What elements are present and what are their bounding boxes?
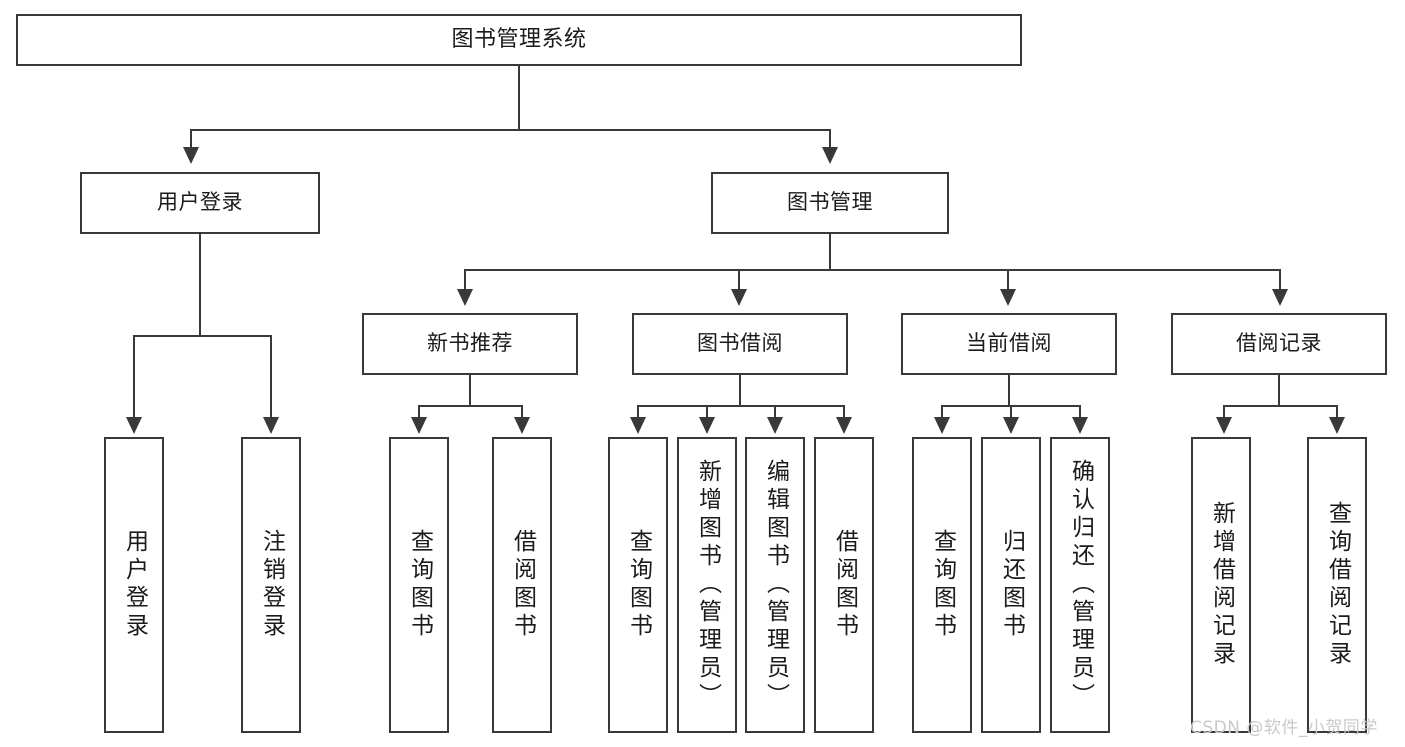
node-label: 新增借阅记录 <box>1208 501 1235 669</box>
connector-bb-trunk <box>739 375 741 406</box>
node-label: 确认归还（管理员） <box>1067 459 1094 711</box>
node-label: 借阅记录 <box>1236 331 1322 356</box>
leaf-logout[interactable]: 注销登录 <box>241 437 301 733</box>
node-label: 借阅图书 <box>509 529 536 641</box>
connector-root-to-user-login <box>190 129 192 149</box>
node-book-borrow[interactable]: 图书借阅 <box>632 313 848 375</box>
connector-user-login-trunk <box>199 234 201 336</box>
node-label: 归还图书 <box>998 529 1025 641</box>
leaf-query-book-current[interactable]: 查询图书 <box>912 437 972 733</box>
arrowhead-leaf-logout <box>263 417 279 434</box>
arrowhead-nbr-leaf-1 <box>411 417 427 434</box>
leaf-borrow-book-recommend[interactable]: 借阅图书 <box>492 437 552 733</box>
connector-bm-drop-1 <box>464 269 466 291</box>
arrowhead-cb-leaf-3 <box>1072 417 1088 434</box>
leaf-return-book[interactable]: 归还图书 <box>981 437 1041 733</box>
connector-user-login-drop-1 <box>133 335 135 419</box>
connector-user-login-bus <box>133 335 272 337</box>
leaf-add-book-admin[interactable]: 新增图书（管理员） <box>677 437 737 733</box>
arrowhead-bb-leaf-4 <box>836 417 852 434</box>
node-user-login[interactable]: 用户登录 <box>80 172 320 234</box>
node-label: 图书借阅 <box>697 331 783 356</box>
node-book-management[interactable]: 图书管理 <box>711 172 949 234</box>
connector-nbr-bus <box>418 405 523 407</box>
connector-cb-trunk <box>1008 375 1010 406</box>
arrowhead-br-leaf-1 <box>1216 417 1232 434</box>
connector-cb-drop-3 <box>1079 405 1081 419</box>
arrowhead-cb-leaf-1 <box>934 417 950 434</box>
arrowhead-borrow-record <box>1272 289 1288 306</box>
arrowhead-bb-leaf-2 <box>699 417 715 434</box>
arrowhead-bb-leaf-1 <box>630 417 646 434</box>
leaf-query-book-borrow[interactable]: 查询图书 <box>608 437 668 733</box>
connector-nbr-drop-1 <box>418 405 420 419</box>
node-label: 新书推荐 <box>427 331 513 356</box>
connector-bb-drop-2 <box>706 405 708 419</box>
node-book-management-system[interactable]: 图书管理系统 <box>16 14 1022 66</box>
arrowhead-book-borrow <box>731 289 747 306</box>
connector-bb-drop-3 <box>774 405 776 419</box>
connector-nbr-trunk <box>469 375 471 406</box>
node-label: 注销登录 <box>258 529 285 641</box>
arrowhead-bb-leaf-3 <box>767 417 783 434</box>
node-label: 新增图书（管理员） <box>694 459 721 711</box>
leaf-query-borrow-record[interactable]: 查询借阅记录 <box>1307 437 1367 733</box>
connector-br-drop-1 <box>1223 405 1225 419</box>
arrowhead-new-book-recommend <box>457 289 473 306</box>
connector-cb-drop-2 <box>1010 405 1012 419</box>
leaf-confirm-return-admin[interactable]: 确认归还（管理员） <box>1050 437 1110 733</box>
leaf-borrow-book[interactable]: 借阅图书 <box>814 437 874 733</box>
connector-cb-drop-1 <box>941 405 943 419</box>
arrowhead-leaf-user-login <box>126 417 142 434</box>
node-borrow-record[interactable]: 借阅记录 <box>1171 313 1387 375</box>
node-label: 查询图书 <box>625 529 652 641</box>
connector-bm-drop-2 <box>738 269 740 291</box>
connector-root-bus <box>190 129 831 131</box>
connector-br-trunk <box>1278 375 1280 406</box>
connector-book-management-trunk <box>829 234 831 270</box>
node-label: 借阅图书 <box>831 529 858 641</box>
node-label: 查询图书 <box>406 529 433 641</box>
node-label: 图书管理 <box>787 190 873 215</box>
connector-user-login-drop-2 <box>270 335 272 419</box>
connector-bm-drop-4 <box>1279 269 1281 291</box>
connector-bb-bus <box>637 405 845 407</box>
arrowhead-current-borrow <box>1000 289 1016 306</box>
leaf-edit-book-admin[interactable]: 编辑图书（管理员） <box>745 437 805 733</box>
leaf-add-borrow-record[interactable]: 新增借阅记录 <box>1191 437 1251 733</box>
connector-bm-drop-3 <box>1007 269 1009 291</box>
node-current-borrow[interactable]: 当前借阅 <box>901 313 1117 375</box>
leaf-user-login[interactable]: 用户登录 <box>104 437 164 733</box>
node-label: 用户登录 <box>121 529 148 641</box>
connector-bb-drop-1 <box>637 405 639 419</box>
arrowhead-cb-leaf-2 <box>1003 417 1019 434</box>
arrowhead-nbr-leaf-2 <box>514 417 530 434</box>
connector-root-to-book-management <box>829 129 831 149</box>
node-label: 图书管理系统 <box>451 26 587 52</box>
node-new-book-recommend[interactable]: 新书推荐 <box>362 313 578 375</box>
arrowhead-user-login <box>183 147 199 164</box>
node-label: 当前借阅 <box>966 331 1052 356</box>
connector-bb-drop-4 <box>843 405 845 419</box>
connector-br-bus <box>1223 405 1338 407</box>
leaf-query-book-recommend[interactable]: 查询图书 <box>389 437 449 733</box>
node-label: 编辑图书（管理员） <box>762 459 789 711</box>
node-label: 查询借阅记录 <box>1324 501 1351 669</box>
arrowhead-br-leaf-2 <box>1329 417 1345 434</box>
connector-br-drop-2 <box>1336 405 1338 419</box>
watermark: CSDN @软件_小贺同学 <box>1190 718 1378 738</box>
arrowhead-book-management <box>822 147 838 164</box>
connector-nbr-drop-2 <box>521 405 523 419</box>
connector-root-trunk <box>518 66 520 130</box>
connector-book-management-bus <box>464 269 1281 271</box>
node-label: 查询图书 <box>929 529 956 641</box>
node-label: 用户登录 <box>157 190 243 215</box>
